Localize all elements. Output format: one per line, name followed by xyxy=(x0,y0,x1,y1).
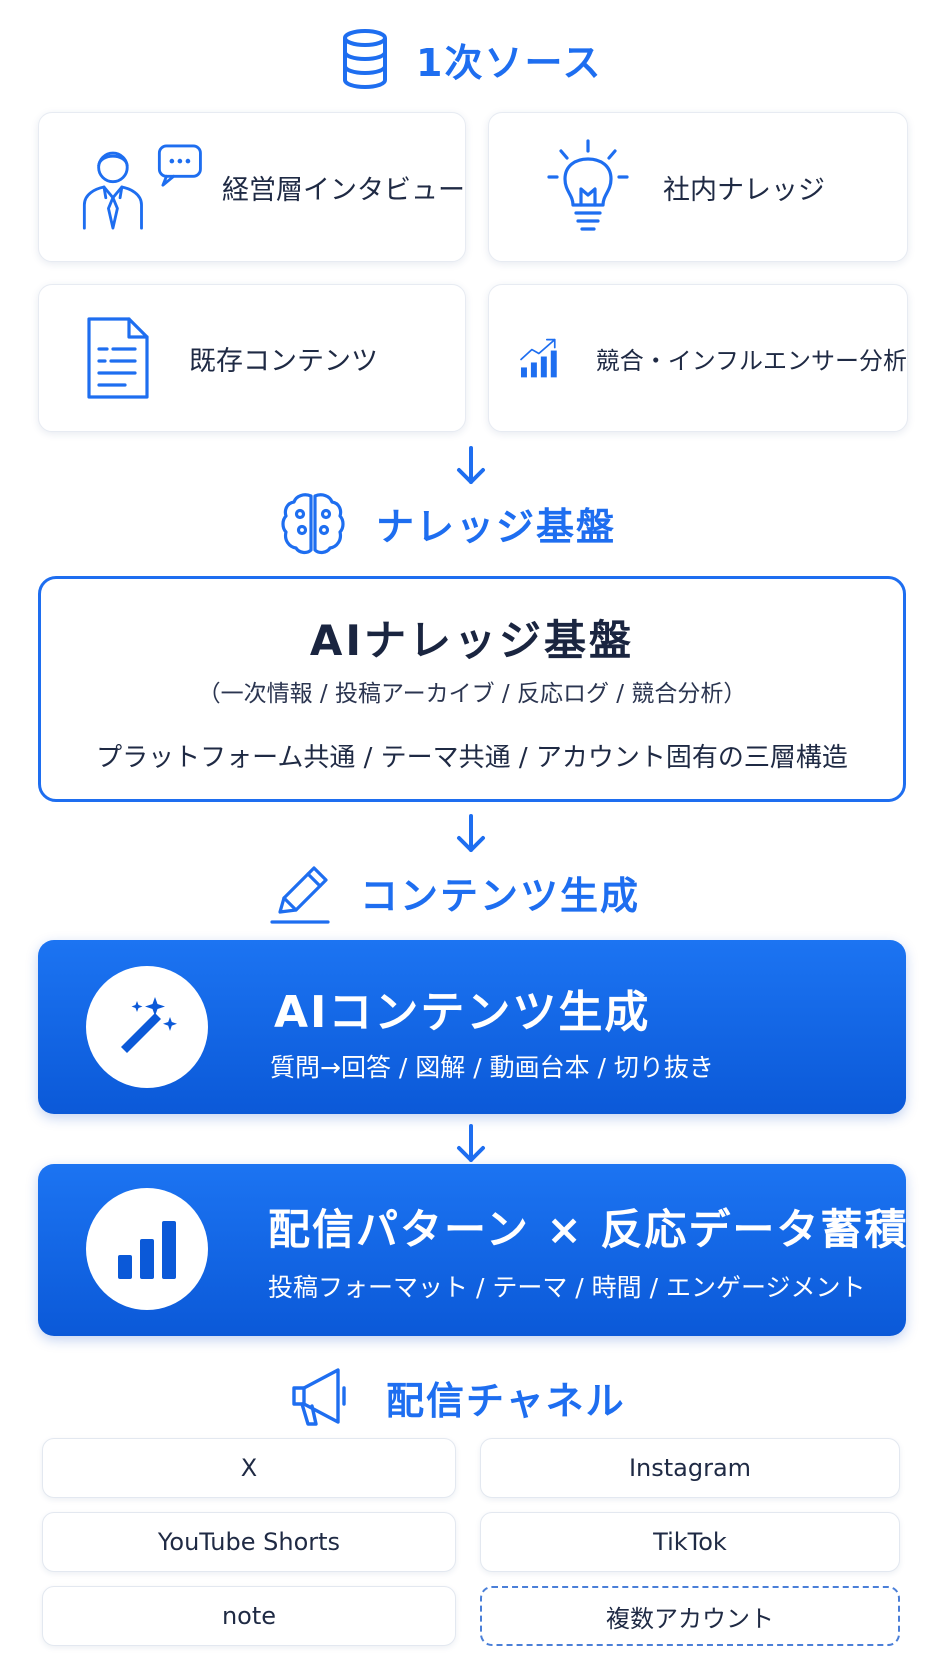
magic-wand-icon xyxy=(121,997,177,1053)
channel-label: note xyxy=(221,1602,277,1630)
lightbulb-icon xyxy=(547,139,629,231)
bar-chart-icon xyxy=(118,1221,176,1279)
executive-speech-icon xyxy=(82,144,202,230)
source-label-executive: 経営層インタビュー xyxy=(222,174,465,206)
channel-x[interactable]: X xyxy=(42,1438,456,1498)
distribution-pattern-card: 配信パターン × 反応データ蓄積 投稿フォーマット / テーマ / 時間 / エ… xyxy=(38,1164,906,1336)
pencil-icon xyxy=(270,866,330,924)
source-card-executive: 経営層インタビュー xyxy=(38,112,466,262)
channel-label: X xyxy=(240,1454,258,1482)
growth-chart-icon xyxy=(520,338,557,378)
knowledge-title: ナレッジ基盤 xyxy=(376,504,617,549)
channel-label: YouTube Shorts xyxy=(157,1528,341,1556)
source-label-existing: 既存コンテンツ xyxy=(189,345,378,377)
sources-title: 1次ソース xyxy=(416,40,603,85)
knowledge-box-title: AIナレッジ基盤 xyxy=(309,616,635,665)
source-card-existing: 既存コンテンツ xyxy=(38,284,466,432)
content-gen-title: コンテンツ生成 xyxy=(360,873,641,918)
megaphone-icon xyxy=(292,1368,346,1426)
channel-multiple-accounts[interactable]: 複数アカウント xyxy=(480,1586,900,1646)
content-gen-header: コンテンツ生成 xyxy=(270,860,640,924)
channel-label: TikTok xyxy=(653,1528,727,1556)
arrow-down-icon xyxy=(457,446,485,484)
channels-title: 配信チャネル xyxy=(386,1378,626,1423)
sources-header: 1次ソース xyxy=(340,28,603,90)
channel-instagram[interactable]: Instagram xyxy=(480,1438,900,1498)
document-icon xyxy=(87,317,149,399)
ai-content-subtitle: 質問→回答 / 図解 / 動画台本 / 切り抜き xyxy=(270,1053,714,1082)
channel-label: 複数アカウント xyxy=(606,1604,774,1633)
knowledge-base-box: AIナレッジ基盤 （一次情報 / 投稿アーカイブ / 反応ログ / 競合分析） … xyxy=(38,576,906,802)
channel-note[interactable]: note xyxy=(42,1586,456,1646)
ai-content-icon-circle xyxy=(86,966,208,1088)
source-card-knowledge: 社内ナレッジ xyxy=(488,112,908,262)
brain-icon xyxy=(281,493,345,555)
distribution-title: 配信パターン × 反応データ蓄積 xyxy=(268,1205,909,1254)
source-label-competitor: 競合・インフルエンサー分析 xyxy=(595,346,907,375)
ai-content-title: AIコンテンツ生成 xyxy=(274,987,651,1038)
distribution-icon-circle xyxy=(86,1188,208,1310)
arrow-down-icon xyxy=(457,814,485,852)
knowledge-header: ナレッジ基盤 xyxy=(280,490,616,556)
channel-tiktok[interactable]: TikTok xyxy=(480,1512,900,1572)
source-card-competitor: 競合・インフルエンサー分析 xyxy=(488,284,908,432)
channel-youtube-shorts[interactable]: YouTube Shorts xyxy=(42,1512,456,1572)
source-label-knowledge: 社内ナレッジ xyxy=(663,174,825,206)
ai-content-card: AIコンテンツ生成 質問→回答 / 図解 / 動画台本 / 切り抜き xyxy=(38,940,906,1114)
channel-label: Instagram xyxy=(628,1454,752,1482)
distribution-subtitle: 投稿フォーマット / テーマ / 時間 / エンゲージメント xyxy=(268,1273,866,1302)
database-icon xyxy=(343,29,387,90)
knowledge-box-structure: プラットフォーム共通 / テーマ共通 / アカウント固有の三層構造 xyxy=(96,743,848,773)
arrow-down-icon xyxy=(457,1124,485,1162)
channels-header: 配信チャネル xyxy=(290,1366,626,1428)
knowledge-box-subtitle: （一次情報 / 投稿アーカイブ / 反応ログ / 競合分析） xyxy=(197,681,747,707)
